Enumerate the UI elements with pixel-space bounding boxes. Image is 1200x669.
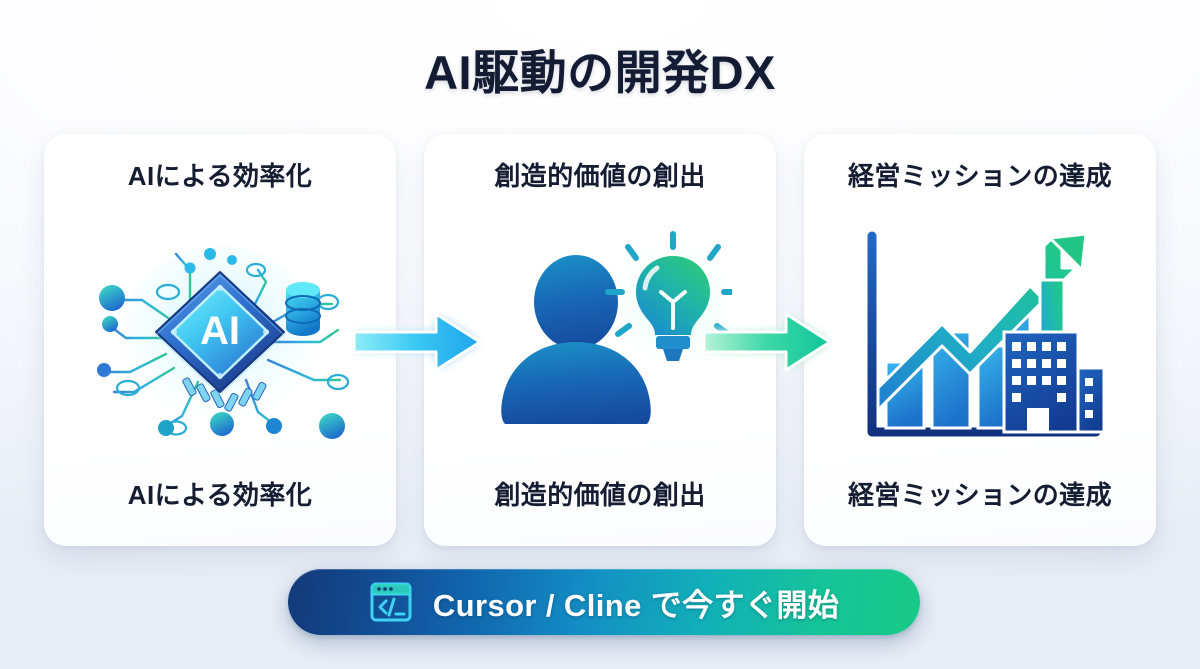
chip-body: AI (155, 271, 285, 396)
ai-chip-circuit-icon: AI (97, 246, 350, 439)
card-caption: 創造的価値の創出 (494, 480, 706, 511)
card-illustration: AI (54, 195, 386, 480)
cta-label: Cursor / Cline で今すぐ開始 (432, 587, 840, 623)
growth-chart-buildings-icon (867, 231, 1106, 437)
card-caption: AIによる効率化 (127, 480, 313, 511)
page-title: AI駆動の開発DX (424, 46, 776, 99)
cards-row: AIによる効率化 (44, 134, 1156, 546)
card-creative-value[interactable]: 創造的価値の創出 (424, 134, 776, 546)
card-heading: 創造的価値の創出 (494, 161, 706, 191)
person-silhouette (501, 255, 651, 424)
card-illustration (814, 195, 1146, 480)
cta-start-button[interactable]: Cursor / Cline で今すぐ開始 (288, 569, 920, 635)
code-window-icon (370, 582, 412, 622)
card-ai-efficiency[interactable]: AIによる効率化 (44, 134, 396, 546)
database-icon (285, 282, 321, 336)
person-lightbulb-idea-icon (501, 231, 732, 424)
chip-label: AI (200, 309, 240, 353)
buildings-icon (1002, 330, 1106, 434)
card-caption: 経営ミッションの達成 (847, 480, 1112, 511)
card-heading: 経営ミッションの達成 (847, 161, 1112, 191)
card-business-mission[interactable]: 経営ミッションの達成 (804, 134, 1156, 546)
card-heading: AIによる効率化 (127, 161, 313, 191)
card-illustration (434, 195, 766, 480)
